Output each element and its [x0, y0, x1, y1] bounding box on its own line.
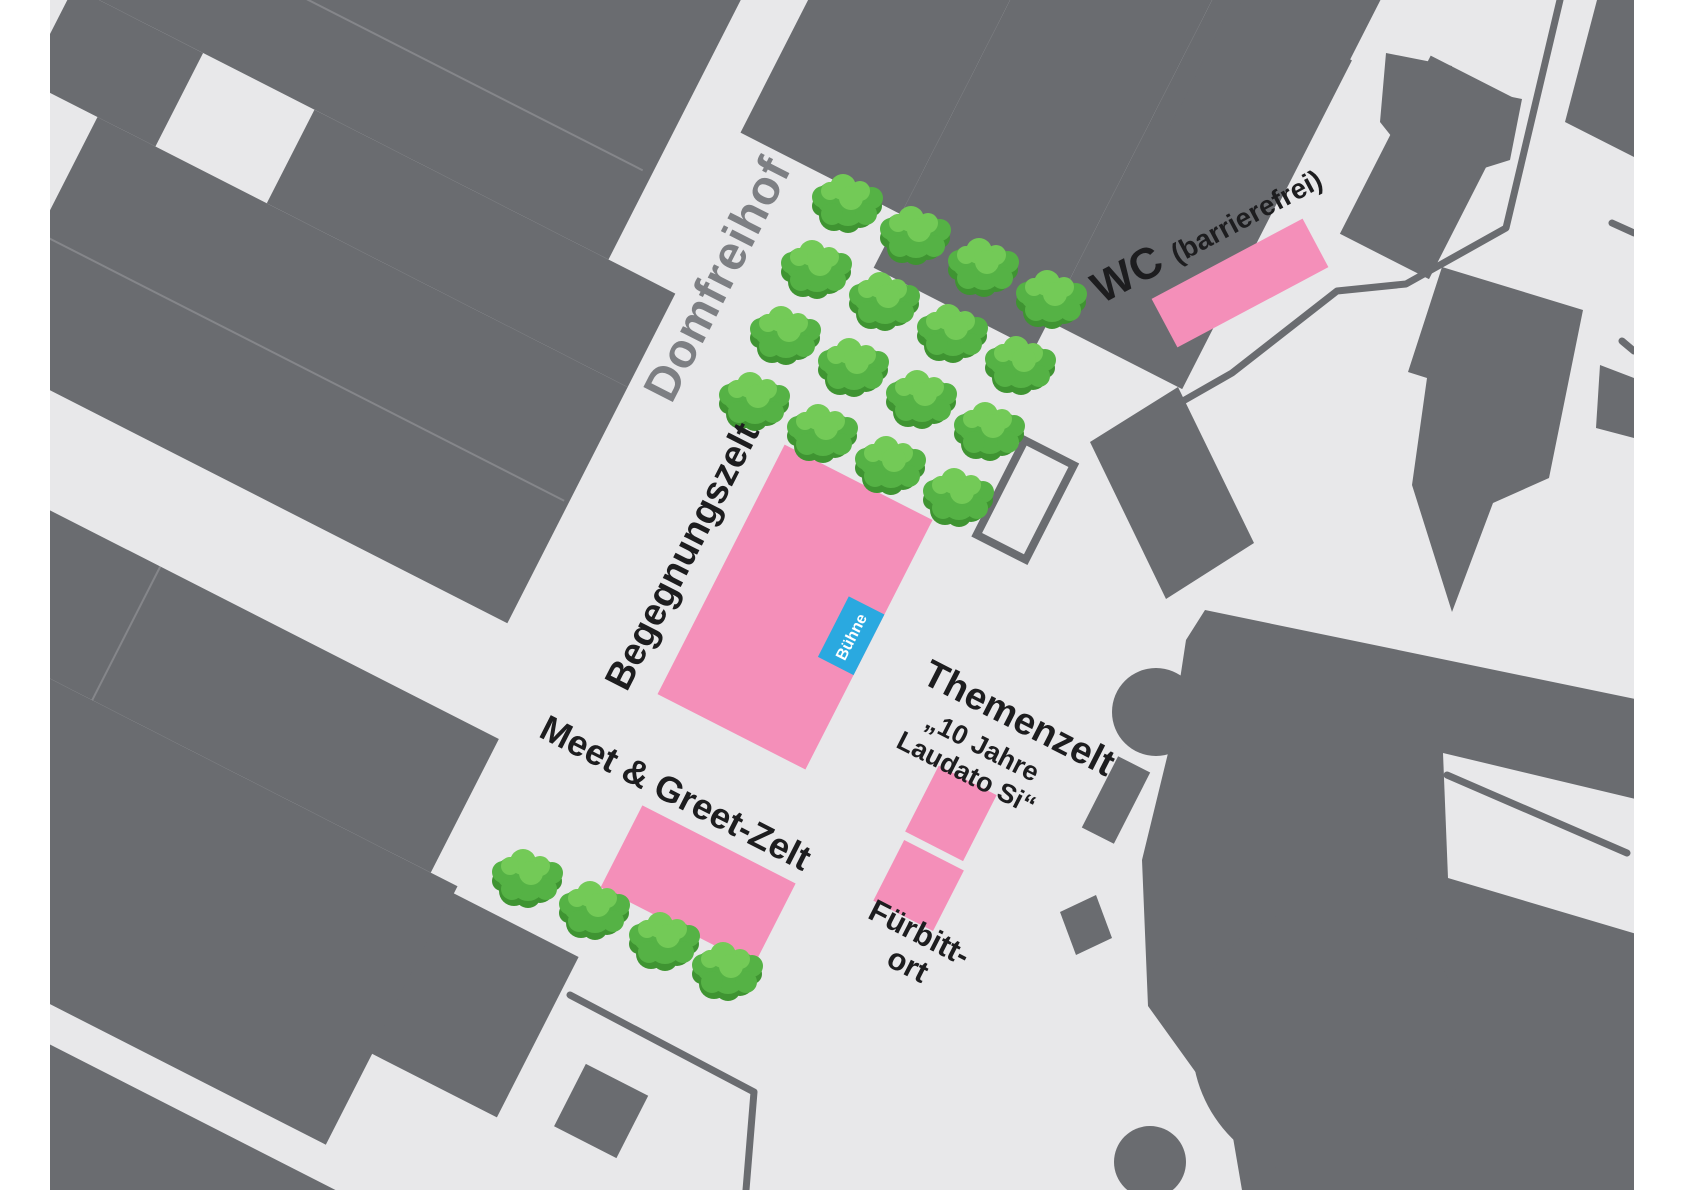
building [73, 0, 770, 260]
street-edge-line [1608, 219, 1634, 237]
building [1565, 0, 1634, 157]
building [370, 892, 579, 1118]
themenzelt-area [905, 765, 997, 862]
event-structures [600, 434, 1080, 966]
building [1380, 53, 1522, 185]
fence-line [1443, 771, 1631, 857]
building [50, 434, 499, 873]
cathedral-tower [1112, 668, 1200, 756]
open-structure-outline [971, 434, 1080, 566]
building [1408, 267, 1583, 612]
building [1090, 387, 1254, 599]
street-edge-line [1618, 337, 1634, 355]
street-edge-line [1172, 0, 1564, 409]
building [740, 0, 1120, 215]
building [1596, 365, 1634, 438]
street-edge-line [566, 991, 758, 1190]
building [1161, 0, 1352, 203]
buehne-stage-area [817, 596, 885, 676]
cathedral-building [1060, 610, 1634, 1190]
building [50, 672, 458, 1145]
begegnungszelt-area [657, 444, 933, 770]
parcel-line [50, 236, 565, 502]
building [266, 109, 676, 388]
fuerbittort-area [873, 840, 964, 932]
building [554, 1063, 649, 1159]
meet-greet-area [600, 805, 796, 966]
building [50, 0, 204, 147]
cathedral-apse [1192, 906, 1464, 1178]
building [50, 117, 628, 624]
building [873, 0, 1281, 350]
street-lines [566, 0, 1634, 1190]
courtyard [1443, 753, 1634, 934]
parcel-line [196, 0, 644, 172]
building-blocks-grid [50, 0, 1520, 1190]
parcel-line [91, 566, 162, 701]
cathedral-tower [1114, 1126, 1186, 1190]
building-blocks-east [1060, 0, 1634, 1190]
wc-area [1151, 218, 1329, 348]
